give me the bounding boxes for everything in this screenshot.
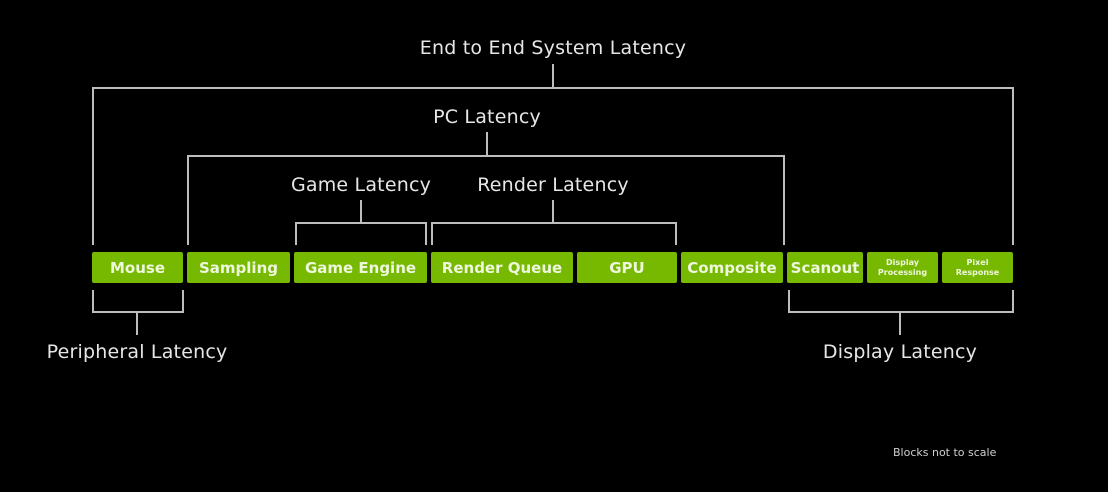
pc-latency-label: PC Latency bbox=[433, 106, 541, 128]
display-latency-label: Display Latency bbox=[822, 341, 978, 363]
end-to-end-latency-label: End to End System Latency bbox=[419, 37, 687, 59]
block-game-engine: Game Engine bbox=[294, 252, 427, 283]
display-bracket-left bbox=[788, 290, 790, 312]
render-latency-bracket-left bbox=[431, 222, 433, 245]
block-composite: Composite bbox=[681, 252, 783, 283]
end-to-end-bracket-left bbox=[92, 87, 94, 245]
render-latency-stem bbox=[552, 200, 554, 223]
peripheral-bracket-bottom bbox=[92, 311, 184, 313]
peripheral-bracket-left bbox=[92, 290, 94, 312]
game-latency-label: Game Latency bbox=[290, 174, 432, 196]
game-latency-bracket-left bbox=[295, 222, 297, 245]
end-to-end-bracket-right bbox=[1012, 87, 1014, 245]
block-display-processing: Display Processing bbox=[867, 252, 938, 283]
display-stem bbox=[899, 311, 901, 335]
game-latency-stem bbox=[360, 200, 362, 223]
display-bracket-right bbox=[1012, 290, 1014, 312]
display-bracket-bottom bbox=[788, 311, 1014, 313]
block-scanout: Scanout bbox=[787, 252, 863, 283]
render-latency-bracket-top bbox=[431, 222, 677, 224]
peripheral-latency-label: Peripheral Latency bbox=[46, 341, 228, 363]
block-gpu: GPU bbox=[577, 252, 677, 283]
render-latency-label: Render Latency bbox=[477, 174, 629, 196]
block-sampling: Sampling bbox=[187, 252, 290, 283]
pc-latency-bracket-top bbox=[187, 155, 785, 157]
pc-latency-bracket-left bbox=[187, 155, 189, 245]
end-to-end-bracket-top bbox=[92, 87, 1014, 89]
peripheral-stem bbox=[136, 311, 138, 335]
block-render-queue: Render Queue bbox=[431, 252, 573, 283]
game-latency-bracket-right bbox=[425, 222, 427, 245]
block-pixel-response: Pixel Response bbox=[942, 252, 1013, 283]
pc-latency-bracket-right bbox=[783, 155, 785, 245]
pc-latency-stem bbox=[486, 132, 488, 156]
block-mouse: Mouse bbox=[92, 252, 183, 283]
peripheral-bracket-right bbox=[182, 290, 184, 312]
end-to-end-stem bbox=[552, 64, 554, 88]
render-latency-bracket-right bbox=[675, 222, 677, 245]
game-latency-bracket-top bbox=[295, 222, 427, 224]
scale-note: Blocks not to scale bbox=[893, 446, 997, 459]
